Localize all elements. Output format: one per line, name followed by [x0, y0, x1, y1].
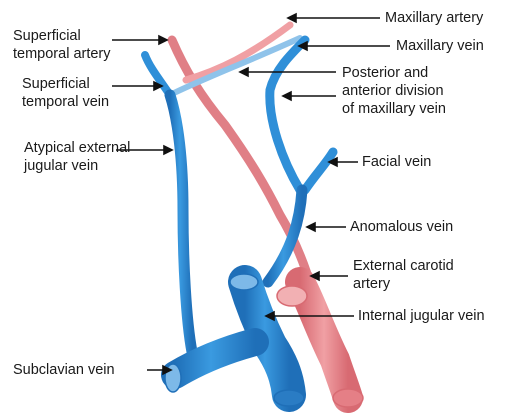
label-anomalous-vein: Anomalous vein [350, 218, 453, 236]
arrow-superficial-temporal-artery-head [159, 36, 167, 44]
label-superficial-temporal-vein: Superficial temporal vein [22, 75, 109, 111]
label-internal-jugular-vein: Internal jugular vein [358, 307, 485, 325]
label-maxillary-vein: Maxillary vein [396, 37, 484, 55]
arrow-atypical-external-jugular-vein-head [164, 146, 172, 154]
label-maxillary-artery: Maxillary artery [385, 9, 483, 27]
label-posterior-anterior-division: Posterior and anterior division of maxil… [342, 64, 446, 118]
arrow-posterior-division-head [240, 68, 248, 76]
maxillary-vein-shape [270, 40, 305, 190]
facial-vein-shape [305, 152, 333, 190]
label-external-carotid-artery: External carotid artery [353, 257, 454, 293]
label-superficial-temporal-artery: Superficial temporal artery [13, 27, 111, 63]
label-subclavian-vein: Subclavian vein [13, 361, 115, 379]
arrow-maxillary-artery-head [288, 14, 296, 22]
label-facial-vein: Facial vein [362, 153, 431, 171]
subclavian-vein-shape [165, 342, 255, 392]
arrow-anomalous-vein-head [307, 223, 315, 231]
label-atypical-external-jugular-vein: Atypical external jugular vein [24, 139, 130, 175]
arrow-anterior-division-head [283, 92, 291, 100]
atypical-external-jugular-vein-shape [170, 95, 192, 352]
